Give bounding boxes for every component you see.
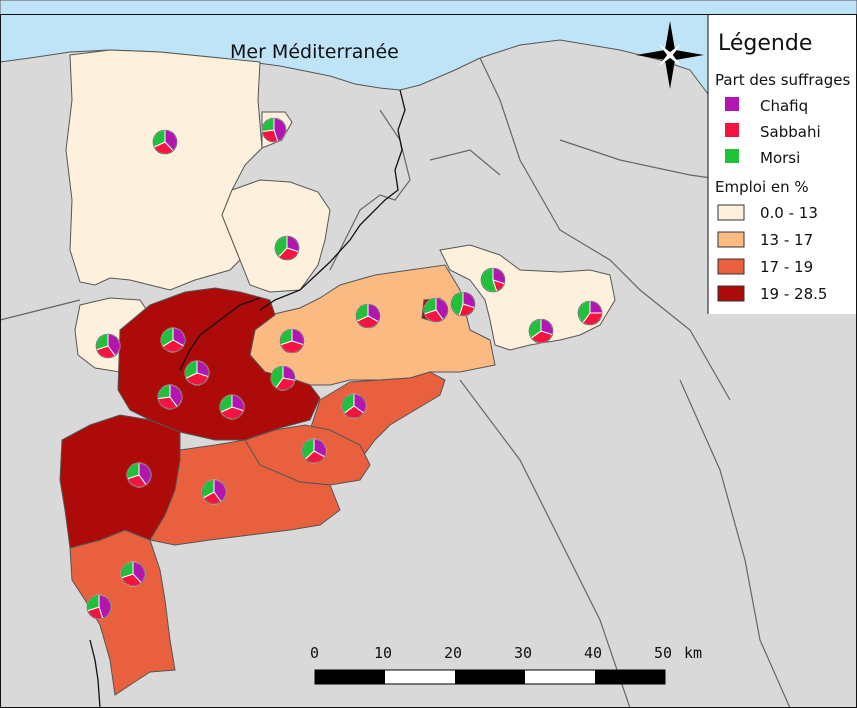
legend-label-class3: 17 - 19 [760, 258, 813, 276]
legend-swatch-class3 [717, 258, 745, 275]
district-class1-north [65, 49, 263, 291]
pie-outline [270, 365, 296, 391]
pie-outline [480, 267, 506, 293]
legend-label-class2: 13 - 17 [760, 231, 813, 249]
scale-tick-20: 20 [444, 644, 462, 662]
pie-outline [528, 318, 554, 344]
pie-outline [577, 300, 603, 326]
pie-outline [423, 297, 449, 323]
pie-outline [160, 327, 186, 353]
scale-tick-50: 50 [654, 644, 672, 662]
pie-outline [184, 360, 210, 386]
pie-outline [450, 291, 476, 317]
district-class1-east [439, 244, 616, 351]
district-class1-center [221, 179, 331, 293]
pie-outline [152, 129, 178, 155]
pie-outline [86, 594, 112, 620]
legend-employment-heading: Emploi en % [715, 178, 809, 196]
legend-swatch-class4 [717, 285, 745, 302]
legend-swatch-class2 [717, 231, 745, 248]
pie-outline [355, 303, 381, 329]
pie-outline [120, 561, 146, 587]
pie-outline [279, 328, 305, 354]
legend-swatch-class1 [717, 204, 745, 221]
pie-outline [157, 384, 183, 410]
legend-swatch-chafiq [725, 97, 739, 111]
legend-label-sabbahi: Sabbahi [760, 123, 821, 141]
legend-swatch-morsi [725, 149, 739, 163]
legend-label-class4: 19 - 28.5 [760, 285, 827, 303]
legend-label-class1: 0.0 - 13 [760, 204, 818, 222]
pie-outline [261, 117, 287, 143]
legend-label-morsi: Morsi [760, 149, 800, 167]
scale-bar: 0 10 20 30 40 50 km [310, 644, 702, 685]
scale-tick-10: 10 [374, 644, 392, 662]
district-class4-west [59, 414, 181, 549]
pie-outline [301, 438, 327, 464]
legend-label-chafiq: Chafiq [760, 97, 808, 115]
pie-outline [95, 333, 121, 359]
river-lines [89, 89, 406, 708]
pie-outline [126, 462, 152, 488]
legend-swatch-sabbahi [725, 123, 739, 137]
pie-outline [201, 479, 227, 505]
pie-outline [219, 394, 245, 420]
north-arrow-star-icon [636, 21, 704, 89]
legend-votes-heading: Part des suffrages [715, 71, 850, 89]
scale-tick-0: 0 [310, 644, 319, 662]
scale-unit: km [684, 644, 702, 662]
scale-tick-40: 40 [584, 644, 602, 662]
legend-title: Légende [718, 31, 812, 56]
pie-outline [274, 235, 300, 261]
sea-label: Mer Méditerranée [230, 41, 399, 63]
scale-tick-30: 30 [514, 644, 532, 662]
pie-charts [86, 117, 603, 620]
pie-outline [341, 393, 367, 419]
